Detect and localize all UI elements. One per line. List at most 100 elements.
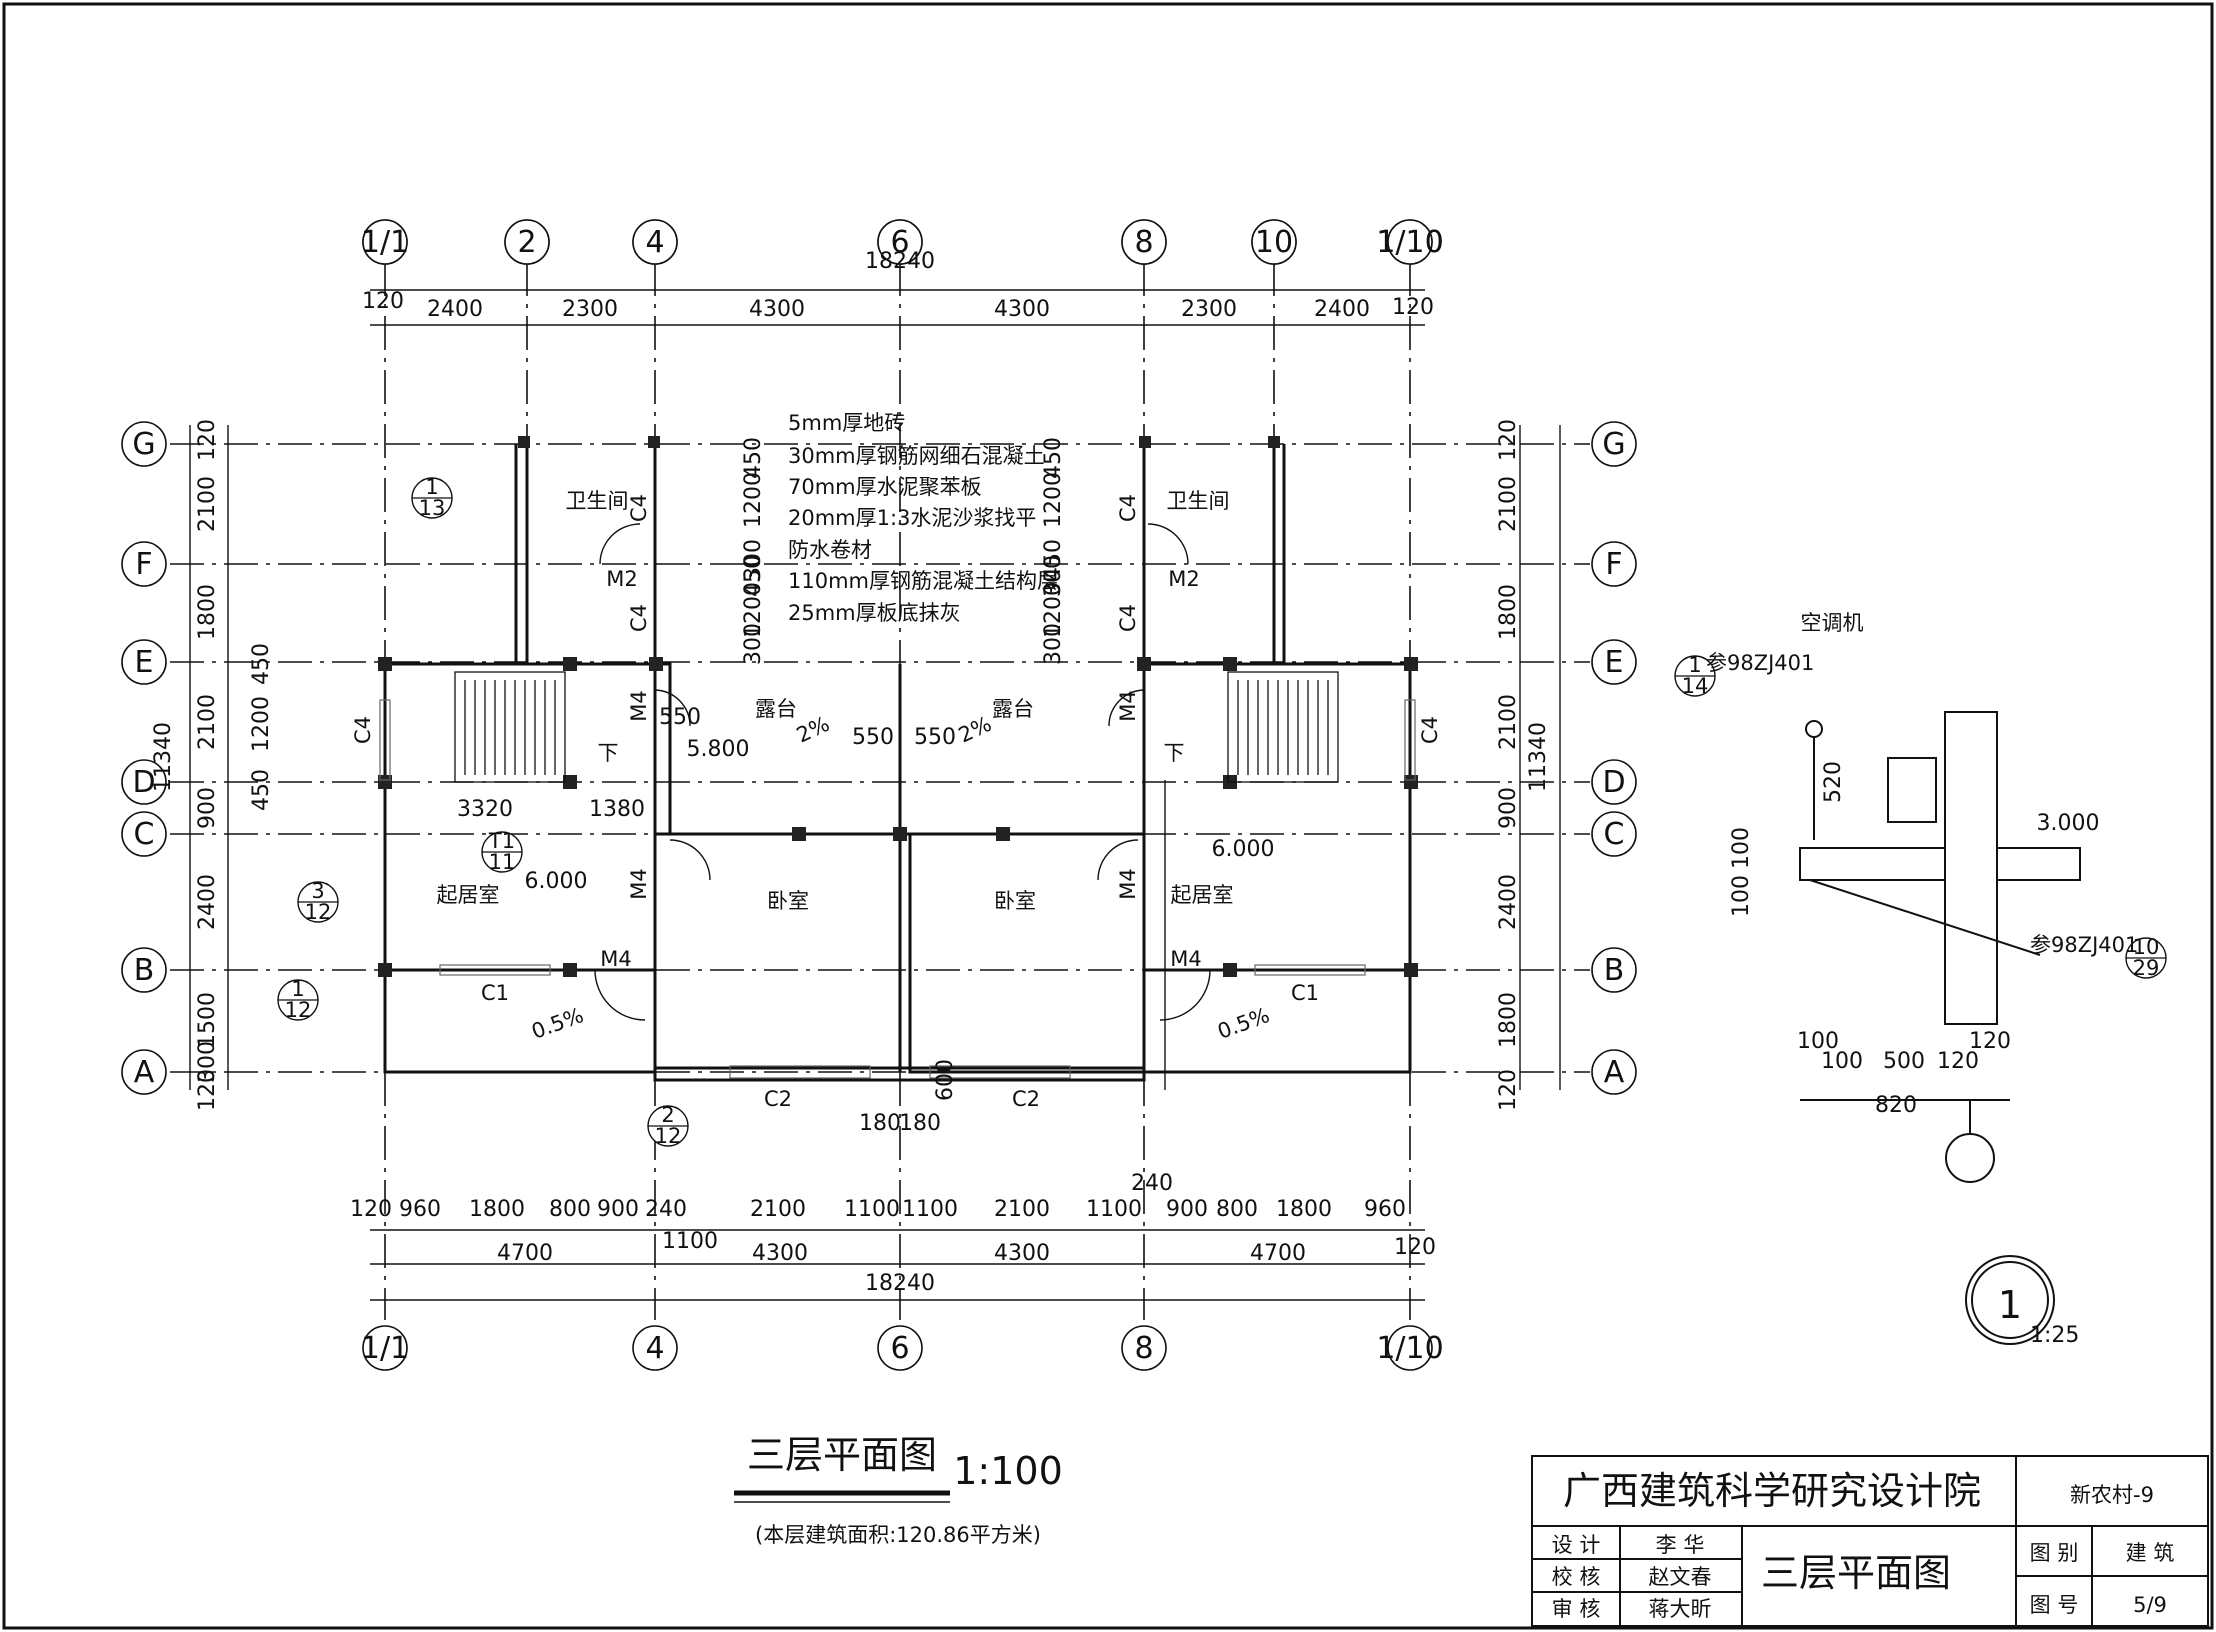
dim-col: 600 bbox=[933, 1059, 958, 1101]
layer-note: 30mm厚钢筋网细石混凝土 bbox=[788, 444, 1045, 468]
dim-toilet: 450 bbox=[741, 555, 766, 597]
callout-sheet: 11 bbox=[489, 850, 516, 874]
axis-bottom-0-bubble bbox=[362, 1325, 408, 1371]
window-c4: C4 bbox=[627, 494, 651, 522]
axis-bottom-2: 6 bbox=[890, 1331, 909, 1366]
axis-right-5: B bbox=[1604, 953, 1625, 988]
window-c1: C1 bbox=[1291, 981, 1319, 1005]
axis-bottom-1: 4 bbox=[645, 1331, 664, 1366]
walls bbox=[383, 444, 1412, 1082]
callout-sheet: 29 bbox=[2133, 956, 2160, 980]
dimension-lines bbox=[189, 289, 1561, 1301]
room-bedroom-left: 卧室 bbox=[767, 889, 809, 913]
detail-dim: 100 bbox=[1797, 1029, 1839, 1054]
callout-number: 1 bbox=[425, 475, 438, 499]
tb-design-label: 设 计 bbox=[1552, 1533, 1601, 1557]
title-block-frame bbox=[1531, 1455, 2209, 1627]
level-mark: 6.000 bbox=[525, 869, 588, 894]
dim-left-span: 120 bbox=[195, 419, 220, 461]
detail-geometry bbox=[1799, 711, 2081, 1345]
axis-top-1: 2 bbox=[517, 225, 536, 260]
dim-left-span: 1500 bbox=[195, 992, 220, 1048]
axis-top-3: 6 bbox=[890, 225, 909, 260]
axis-left-0-bubble bbox=[121, 421, 167, 467]
dim-top-span: 4300 bbox=[994, 297, 1050, 322]
layer-note: 110mm厚钢筋混凝土结构层 bbox=[788, 569, 1058, 593]
callout-number: 3 bbox=[311, 879, 324, 903]
axis-top-6: 1/10 bbox=[1376, 225, 1443, 260]
axis-left-3: D bbox=[132, 765, 155, 800]
callout-number: 10 bbox=[2133, 935, 2160, 959]
window-c4: C4 bbox=[1116, 494, 1140, 522]
dim-right-span: 1800 bbox=[1496, 992, 1521, 1048]
detail-dim: 120 bbox=[1937, 1049, 1979, 1074]
axis-left-6: A bbox=[134, 1055, 155, 1090]
axis-right-6: A bbox=[1604, 1055, 1625, 1090]
room-bedroom-right: 卧室 bbox=[994, 889, 1036, 913]
dim-stair: 450 bbox=[249, 643, 274, 685]
axis-top-0: 1/1 bbox=[361, 225, 409, 260]
tb-drawing-name: 三层平面图 bbox=[1761, 1551, 1951, 1595]
dim-bottom-row2: 4300 bbox=[752, 1241, 808, 1266]
drawing-annotations: 1/11/12244668810101/101/101/14681/10GGFF… bbox=[121, 219, 2175, 1621]
axis-top-2-bubble bbox=[632, 219, 678, 265]
callout-sheet: 12 bbox=[285, 998, 312, 1022]
callout-sheet: 14 bbox=[1682, 674, 1709, 698]
axis-bottom-0: 1/1 bbox=[361, 1331, 409, 1366]
stair-treads bbox=[454, 671, 1339, 783]
axis-left-2-bubble bbox=[121, 639, 167, 685]
tb-num-value: 5/9 bbox=[2133, 1593, 2167, 1617]
dim-toilet: 450 bbox=[741, 437, 766, 479]
dim-bottom-row1: 1800 bbox=[1276, 1197, 1332, 1222]
dim-bottom-row1: 900 bbox=[1166, 1197, 1208, 1222]
dim-toilet: 1200 bbox=[741, 472, 766, 528]
axis-top-3-bubble bbox=[877, 219, 923, 265]
door-m4: M4 bbox=[1116, 868, 1140, 899]
tb-check-name: 赵文春 bbox=[1649, 1565, 1712, 1589]
tb-check-label: 校 核 bbox=[1552, 1565, 1601, 1589]
dim-toilet-right: 300 bbox=[1041, 555, 1066, 597]
dim-terrace: 550 bbox=[852, 725, 894, 750]
axis-right-0-bubble bbox=[1591, 421, 1637, 467]
door-m2: M2 bbox=[1168, 567, 1199, 591]
room-living-right: 起居室 bbox=[1171, 883, 1234, 907]
dim-left-total: 11340 bbox=[151, 722, 176, 792]
dim-toilet-right: 1200 bbox=[1041, 472, 1066, 528]
dim-bottom-row1: 1100 bbox=[844, 1197, 900, 1222]
dim-toilet-right: 450 bbox=[1041, 437, 1066, 479]
detail-100b: 100 bbox=[1729, 875, 1754, 917]
layer-note: 70mm厚水泥聚苯板 bbox=[788, 475, 982, 499]
axis-left-1: F bbox=[135, 547, 152, 582]
door-m4: M4 bbox=[1170, 947, 1201, 971]
axis-right-3-bubble bbox=[1591, 759, 1637, 805]
door-m4: M4 bbox=[1116, 690, 1140, 721]
window-c2: C2 bbox=[764, 1087, 792, 1111]
dim-top-end-left: 120 bbox=[362, 289, 404, 314]
slope-mark: 2% bbox=[955, 712, 995, 748]
door-m4: M4 bbox=[627, 690, 651, 721]
dim-left-span: 300 bbox=[195, 1041, 220, 1083]
window-c4: C4 bbox=[351, 716, 375, 744]
dim-stair-run: 1380 bbox=[589, 797, 645, 822]
detail-100a: 100 bbox=[1729, 827, 1754, 869]
dim-right-span: 120 bbox=[1496, 1069, 1521, 1111]
door-m4: M4 bbox=[600, 947, 631, 971]
axis-bottom-4: 1/10 bbox=[1376, 1331, 1443, 1366]
dim-bottom-row1: 960 bbox=[399, 1197, 441, 1222]
dim-top-span: 2300 bbox=[1181, 297, 1237, 322]
callout-sheet: 13 bbox=[419, 496, 446, 520]
window-c1: C1 bbox=[481, 981, 509, 1005]
axis-left-4: C bbox=[134, 817, 155, 852]
dim-toilet-right: 450 bbox=[1041, 539, 1066, 581]
dim-bottom-row1: 800 bbox=[549, 1197, 591, 1222]
axis-bottom-3: 8 bbox=[1134, 1331, 1153, 1366]
tb-type-value: 建 筑 bbox=[2126, 1541, 2175, 1565]
dim-stair: 450 bbox=[249, 769, 274, 811]
detail-mark: 1 bbox=[1998, 1283, 2022, 1327]
axis-left-4-bubble bbox=[121, 811, 167, 857]
dim-right-total: 11340 bbox=[1526, 722, 1551, 792]
callout-number: 1 bbox=[1688, 653, 1701, 677]
dim-left-span: 900 bbox=[195, 787, 220, 829]
